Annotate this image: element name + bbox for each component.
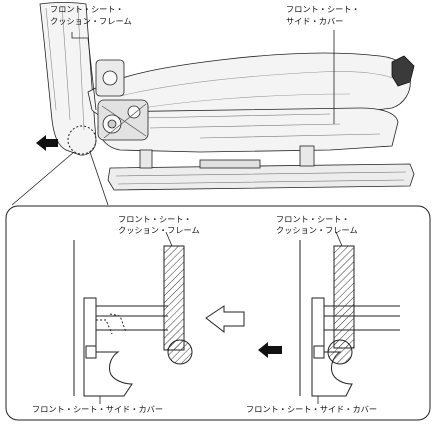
leader-right-frame (335, 231, 343, 247)
cushion-frame-left (163, 245, 185, 351)
detail-right (299, 240, 400, 397)
frame-pin-right (327, 339, 353, 365)
seat-knob (391, 55, 415, 87)
callout-line-right (89, 151, 109, 206)
label-detail-right-cover: フロント・シート・サイド・カバー (246, 404, 377, 414)
detail-callout-circle (67, 125, 97, 155)
seat-illustration (39, 2, 415, 191)
leader-left-frame (165, 231, 173, 247)
recliner-mechanism (95, 59, 149, 141)
open-arrow-icon (205, 305, 245, 334)
leader-cushion-frame (71, 32, 97, 111)
label-top-side-cover-2: サイド・カバー (286, 16, 343, 26)
cushion-frame-right (333, 245, 355, 349)
label-top-side-cover-1: フロント・シート・ (286, 4, 360, 14)
label-top-cushion-frame-1: フロント・シート・ (50, 4, 124, 14)
label-detail-right-frame-1: フロント・シート・ (276, 214, 350, 224)
label-detail-left-frame-2: クッション・フレーム (118, 225, 200, 235)
label-detail-left-frame-1: フロント・シート・ (118, 214, 192, 224)
callout-line-left (11, 151, 75, 206)
bracket-left (95, 305, 168, 331)
label-top-cushion-frame-2: クッション・フレーム (50, 16, 132, 26)
frame-pin-left (167, 339, 193, 365)
bracket-right (323, 305, 400, 331)
left-arrow-icon (258, 342, 282, 358)
label-detail-right-frame-2: クッション・フレーム (276, 225, 358, 235)
detail-left (73, 240, 193, 397)
left-arrow-icon (36, 135, 58, 151)
label-detail-left-cover: フロント・シート・サイド・カバー (32, 404, 163, 414)
seat-rail (107, 163, 415, 191)
